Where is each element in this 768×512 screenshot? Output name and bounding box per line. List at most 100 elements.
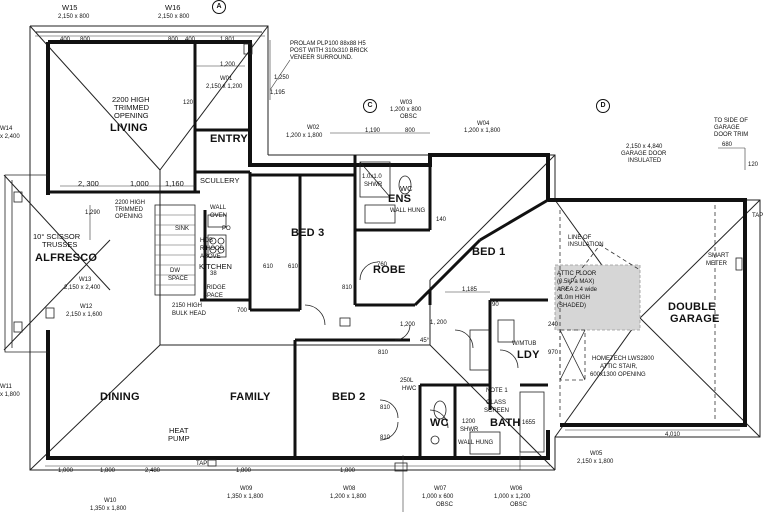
window-w14-size: x 2,400 bbox=[0, 134, 20, 140]
room-bath: BATH bbox=[490, 417, 521, 429]
window-w07-size: 1,000 x 600 bbox=[422, 494, 454, 500]
window-w01-tag: W01 bbox=[220, 76, 233, 82]
attic-note-2: (0.5kPa MAX) bbox=[557, 279, 595, 285]
dim-810b: 810 bbox=[378, 350, 389, 356]
window-w13-size: 2,150 x 2,400 bbox=[64, 285, 101, 291]
room-dining: DINING bbox=[100, 391, 140, 403]
window-w15-size: 2,150 x 800 bbox=[58, 14, 90, 20]
tap-note-1: TAP bbox=[196, 461, 208, 467]
wmtub-note: W/MTUB bbox=[512, 341, 537, 347]
room-ldy: LDY bbox=[517, 349, 540, 361]
window-w11-tag: W11 bbox=[0, 384, 12, 390]
interior-walls bbox=[50, 44, 548, 458]
dim-top-800b: 800 bbox=[168, 37, 179, 43]
dim-bot-1800c: 1,800 bbox=[340, 468, 356, 474]
insulation-note-1: LINE OF bbox=[568, 235, 592, 241]
dim-1290: 1,290 bbox=[85, 210, 101, 216]
post-note-1: PROLAM PLP100 88x88 H5 bbox=[290, 41, 366, 47]
dim-1160: 1,160 bbox=[165, 179, 184, 188]
side-note-1: TO SIDE OF bbox=[714, 118, 748, 124]
dim-bot-1000: 1,000 bbox=[58, 468, 74, 474]
pos-note: PO bbox=[222, 226, 231, 232]
insulation-note-2: INSULATION bbox=[568, 242, 604, 248]
dim-240: 240 bbox=[548, 322, 559, 328]
opening-note-2c: OPENING bbox=[115, 214, 143, 220]
window-w03-size: 1,200 x 800 bbox=[390, 107, 422, 113]
window-w16-size: 2,150 x 800 bbox=[158, 14, 190, 20]
dim-45-deg: 45° bbox=[420, 338, 430, 344]
window-w05-size: 2,150 x 1,800 bbox=[577, 459, 614, 465]
opening-note-1c: OPENING bbox=[114, 111, 149, 120]
dim-top-400: 400 bbox=[60, 37, 71, 43]
fixtures bbox=[359, 161, 545, 455]
shower-note-2: SHWR bbox=[364, 182, 383, 188]
garage-door-note-2: GARAGE DOOR bbox=[621, 151, 667, 157]
dim-970: 970 bbox=[548, 350, 559, 356]
opening-note-1a: 2200 HIGH bbox=[112, 95, 150, 104]
room-kitchen: KITCHEN bbox=[199, 262, 232, 271]
dim-bot-1800b: 1,800 bbox=[236, 468, 252, 474]
wall-hung-note-1: WALL HUNG bbox=[390, 208, 426, 214]
room-wc-1: WC bbox=[430, 417, 449, 429]
dim-top-800a: 800 bbox=[80, 37, 91, 43]
window-w06-tag: W06 bbox=[510, 486, 523, 492]
diagonal-wall-2 bbox=[479, 198, 549, 242]
dimension-lines bbox=[35, 35, 746, 512]
opening-note-2b: TRIMMED bbox=[115, 207, 143, 213]
diagonal-wall bbox=[413, 238, 482, 307]
wall-hung-note-2: WALL HUNG bbox=[458, 440, 494, 446]
dim-1200-vert: 1, 200 bbox=[430, 320, 447, 326]
room-bed1: BED 1 bbox=[472, 246, 506, 258]
hwc-note-1: 250L bbox=[400, 378, 414, 384]
hometech-note-2: ATTIC STAIR, bbox=[600, 364, 638, 370]
window-w16-tag: W16 bbox=[165, 3, 181, 12]
dw-note-1: DW bbox=[170, 268, 180, 274]
hob-note-2: R/HOOD bbox=[200, 246, 224, 252]
window-w02-tag: W02 bbox=[307, 125, 320, 131]
dim-1200-diag: 1,200 bbox=[400, 322, 416, 328]
window-w07-tag: W07 bbox=[434, 486, 447, 492]
bath-number: 1655 bbox=[522, 420, 536, 426]
glass-note-2: SCREEN bbox=[484, 408, 510, 414]
dim-top-1190: 1,190 bbox=[365, 128, 381, 134]
opening-note-1b: TRIMMED bbox=[114, 103, 149, 112]
note-1-label: NOTE 1 bbox=[486, 388, 508, 394]
dim-top-800c: 800 bbox=[405, 128, 416, 134]
dim-top-1200: 1,200 bbox=[220, 62, 236, 68]
room-robe: ROBE bbox=[373, 264, 406, 276]
fridge-note-2: SPACE bbox=[203, 293, 223, 299]
room-bed2: BED 2 bbox=[332, 391, 366, 403]
dw-note-2: SPACE bbox=[168, 276, 188, 282]
tap-note-2: TAP bbox=[752, 213, 764, 219]
fridge-note-1: FRIDGE bbox=[203, 285, 226, 291]
dim-760: 760 bbox=[377, 262, 388, 268]
dim-610b: 610 bbox=[288, 264, 299, 270]
window-w13-tag: W13 bbox=[79, 277, 92, 283]
wall-oven-note-1: WALL bbox=[210, 205, 227, 211]
room-double-garage-2: GARAGE bbox=[670, 313, 720, 325]
dim-810c: 810 bbox=[380, 405, 391, 411]
shower2-note-1: 1200 bbox=[462, 419, 476, 425]
hometech-note-3: 600x1300 OPENING bbox=[590, 372, 646, 378]
hometech-note-1: HOMETECH LWS2800 bbox=[592, 356, 654, 362]
sink-note: SINK bbox=[175, 226, 190, 232]
dim-2300: 2, 300 bbox=[78, 179, 99, 188]
dim-top-400b: 400 bbox=[185, 37, 196, 43]
window-w11-size: x 1,800 bbox=[0, 392, 20, 398]
window-w04-tag: W04 bbox=[477, 121, 490, 127]
window-w06-note: OBSC bbox=[510, 502, 528, 508]
dim-bot-4010: 4,010 bbox=[665, 432, 681, 438]
attic-note-5: (SHADED) bbox=[557, 303, 587, 309]
dim-1000: 1,000 bbox=[130, 179, 149, 188]
window-w12-size: 2,150 x 1,600 bbox=[66, 312, 103, 318]
window-w09-tag: W09 bbox=[240, 486, 253, 492]
window-w02-size: 1,200 x 1,800 bbox=[286, 133, 323, 139]
room-bed3: BED 3 bbox=[291, 227, 325, 239]
roof-outline bbox=[3, 25, 761, 471]
room-scullery: SCULLERY bbox=[200, 176, 240, 185]
dim-bot-2480: 2,480 bbox=[145, 468, 161, 474]
hob-note-3: ABOVE bbox=[200, 254, 221, 260]
attic-note-4: x1.0m HIGH bbox=[557, 295, 591, 301]
shower-note-1: 1.0x1.0 bbox=[362, 174, 382, 180]
attic-floor-area bbox=[554, 264, 641, 331]
